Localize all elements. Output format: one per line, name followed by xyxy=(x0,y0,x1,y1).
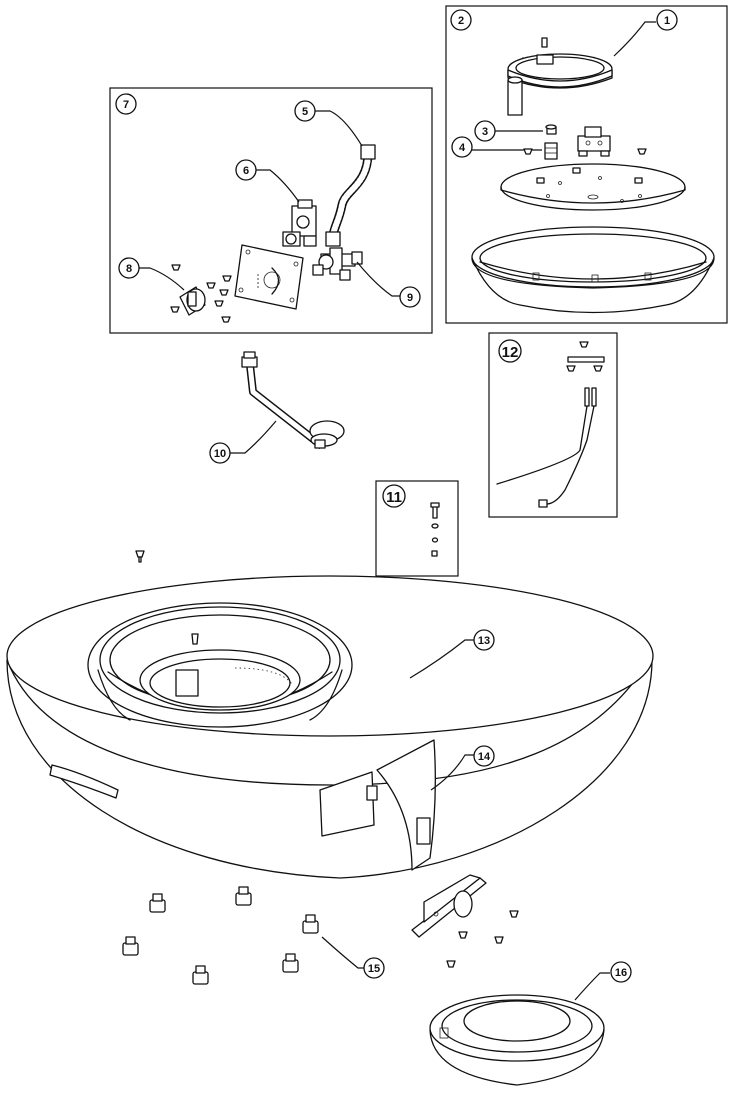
base-ring-part xyxy=(429,994,605,1086)
tee-fitting-part xyxy=(312,247,363,281)
gas-pipe-assembly-part xyxy=(241,351,345,450)
callout-12: 12 xyxy=(498,339,522,363)
screw-part xyxy=(135,550,145,563)
callout-8: 8 xyxy=(118,257,185,291)
svg-text:9: 9 xyxy=(407,292,413,304)
screw-part xyxy=(523,148,647,155)
svg-text:4: 4 xyxy=(459,142,466,154)
callout-11: 11 xyxy=(382,484,406,508)
fire-bowl-part xyxy=(6,575,654,879)
callout-9: 9 xyxy=(356,261,421,308)
callout-6: 6 xyxy=(235,159,300,203)
group-box-12 xyxy=(488,332,618,518)
screw-part xyxy=(446,910,519,968)
group-box-2 xyxy=(445,5,728,324)
group-box-7 xyxy=(109,87,433,334)
svg-text:6: 6 xyxy=(243,165,249,177)
svg-text:1: 1 xyxy=(664,15,670,27)
svg-text:10: 10 xyxy=(214,448,226,460)
callout-15: 15 xyxy=(321,936,385,979)
callout-5: 5 xyxy=(294,100,363,147)
burner-pan-plate-part xyxy=(500,163,686,211)
access-panel-part xyxy=(366,739,436,871)
svg-text:2: 2 xyxy=(458,15,464,27)
gas-valve-part xyxy=(282,199,317,247)
callout-3: 3 xyxy=(474,120,543,142)
burner-bracket-part xyxy=(577,126,611,157)
burner-ring-part xyxy=(507,37,613,116)
valve-mount-plate-part xyxy=(234,244,304,310)
svg-text:7: 7 xyxy=(123,99,129,111)
svg-text:12: 12 xyxy=(502,344,519,361)
callout-10: 10 xyxy=(209,420,277,464)
svg-text:11: 11 xyxy=(386,489,402,506)
screw-part xyxy=(170,264,232,323)
ignitor-plate-part xyxy=(411,874,487,938)
svg-text:3: 3 xyxy=(482,126,488,138)
hardware-kit-part xyxy=(430,502,440,557)
svg-text:13: 13 xyxy=(478,635,490,647)
svg-text:14: 14 xyxy=(478,751,491,763)
callout-16: 16 xyxy=(574,961,632,1001)
svg-text:5: 5 xyxy=(302,106,308,118)
fitting-part xyxy=(544,142,558,160)
group-box-11 xyxy=(375,480,459,577)
callout-13: 13 xyxy=(409,629,495,679)
svg-text:8: 8 xyxy=(126,263,132,275)
thermocouple-part xyxy=(496,341,605,508)
callout-7: 7 xyxy=(115,93,137,115)
callout-1: 1 xyxy=(613,9,678,57)
control-knob-part xyxy=(179,286,206,316)
burner-pan-bowl-part xyxy=(471,226,715,314)
svg-text:15: 15 xyxy=(368,963,380,975)
foot-part xyxy=(122,886,319,985)
callout-14: 14 xyxy=(430,745,495,791)
svg-text:16: 16 xyxy=(615,967,627,979)
flex-hose-part xyxy=(325,144,376,247)
callout-2: 2 xyxy=(450,9,472,31)
nut-part xyxy=(545,124,557,135)
